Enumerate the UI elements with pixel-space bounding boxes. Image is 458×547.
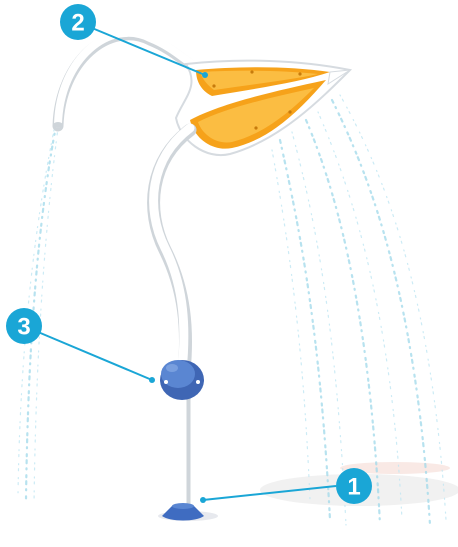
callout-badge-3: 3 <box>6 308 42 344</box>
callout-number-1: 1 <box>347 474 360 501</box>
base-mount <box>162 503 204 521</box>
callout-badge-1: 1 <box>336 468 372 504</box>
water-spray-canopy <box>272 95 446 525</box>
activator-sphere <box>160 360 204 400</box>
ground-shadow <box>158 462 458 521</box>
leader-line-3 <box>38 332 152 380</box>
callout-number-3: 3 <box>17 314 30 341</box>
main-stem <box>154 128 190 508</box>
callout-number-2: 2 <box>71 10 84 37</box>
callout-badge-2: 2 <box>60 4 96 40</box>
